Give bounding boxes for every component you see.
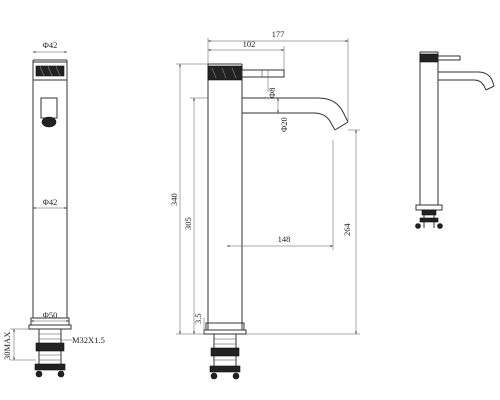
front-dim-top: Φ42 [33, 40, 67, 53]
front-view: Φ42 Φ42 Φ50 M32X1.5 30MAX [2, 40, 105, 378]
front-dia-base-label: Φ50 [43, 310, 58, 320]
dim-base-step: 3.5 [193, 313, 205, 334]
dim-height-spout: 264 [246, 129, 360, 335]
preview-knurl-band [419, 53, 439, 63]
side-lever [241, 69, 285, 78]
reach-label: 148 [278, 234, 291, 244]
thread-label: M32X1.5 [72, 335, 105, 345]
front-dim-max-thickness: 30MAX [2, 328, 36, 361]
spout-dia-label: Φ20 [279, 117, 289, 132]
side-mounting-thread [209, 334, 241, 380]
dim-lever-dia: Φ8 [267, 70, 277, 98]
height-spout-label: 264 [342, 223, 352, 237]
side-spout-arm [242, 97, 349, 131]
dim-reach: 148 [227, 140, 334, 250]
front-dim-mid: Φ42 [33, 197, 67, 209]
front-mounting-thread [34, 329, 66, 378]
preview-mounting-thread [415, 209, 443, 229]
width-handle-label: 102 [243, 39, 256, 49]
preview-spout [438, 71, 495, 87]
preview-view [415, 51, 495, 229]
lever-dia-label: Φ8 [267, 88, 277, 98]
dim-height-overall: 340 [169, 63, 208, 335]
dim-spout-dia: Φ20 [277, 98, 289, 132]
side-view: 177 102 Φ8 Φ20 340 305 [169, 29, 360, 380]
side-knurl-band [207, 65, 243, 81]
max-thickness-label: 30MAX [2, 332, 12, 360]
height-overall-label: 340 [169, 193, 179, 206]
front-knurl-band [32, 61, 68, 81]
front-dia-mid-label: Φ42 [43, 197, 58, 207]
front-body [32, 59, 68, 318]
base-step-label: 3.5 [193, 313, 203, 324]
width-overall-label: 177 [272, 29, 285, 39]
dim-width-overall: 177 [207, 29, 349, 122]
side-body [207, 63, 243, 330]
dim-height-body: 305 [183, 97, 208, 334]
front-dim-base: Φ50 [31, 310, 69, 322]
dim-width-handle: 102 [208, 39, 285, 70]
front-dia-top-label: Φ42 [43, 40, 58, 50]
front-spout-outlet [40, 97, 58, 128]
side-base [203, 322, 247, 335]
preview-lever [437, 55, 461, 61]
height-body-label: 305 [183, 217, 193, 230]
front-dim-thread: M32X1.5 [61, 335, 105, 345]
